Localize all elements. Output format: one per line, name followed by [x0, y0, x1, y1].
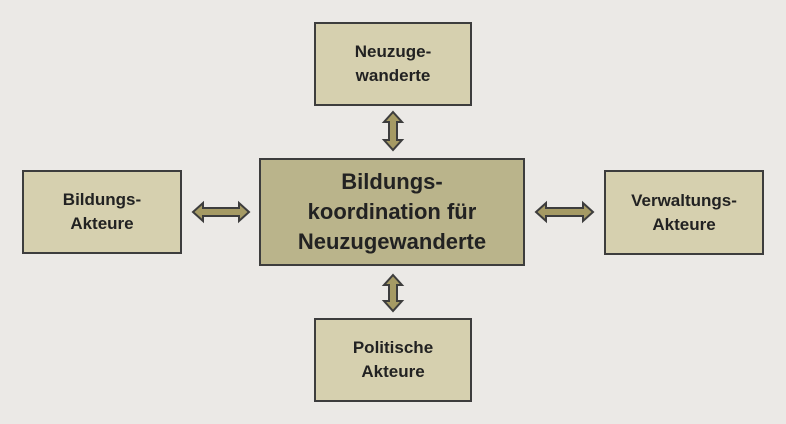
node-label: Politische — [352, 338, 434, 357]
node-bildungs-akteure: Bildungs- Akteure — [22, 170, 182, 254]
double-arrow-bottom — [381, 273, 405, 313]
node-label: Akteure — [70, 214, 134, 233]
node-label: Akteure — [652, 214, 716, 234]
node-label: Bildungs- — [62, 190, 142, 209]
double-arrow-left — [191, 200, 251, 224]
node-label: koordination für — [307, 199, 477, 224]
node-label: Akteure — [361, 362, 425, 381]
double-arrow-top — [381, 110, 405, 152]
node-label: Neuzugewanderte — [297, 229, 487, 254]
node-verwaltungs-akteure: Verwaltungs- Akteure — [604, 170, 764, 255]
double-arrow-right — [534, 200, 595, 224]
node-label: Verwaltungs- — [631, 190, 737, 210]
node-label: Bildungs- — [341, 169, 443, 194]
node-label: wanderte — [355, 66, 431, 85]
node-neuzugewanderte: Neuzuge-wanderte — [314, 22, 472, 106]
node-label: Neuzuge- — [354, 42, 432, 61]
